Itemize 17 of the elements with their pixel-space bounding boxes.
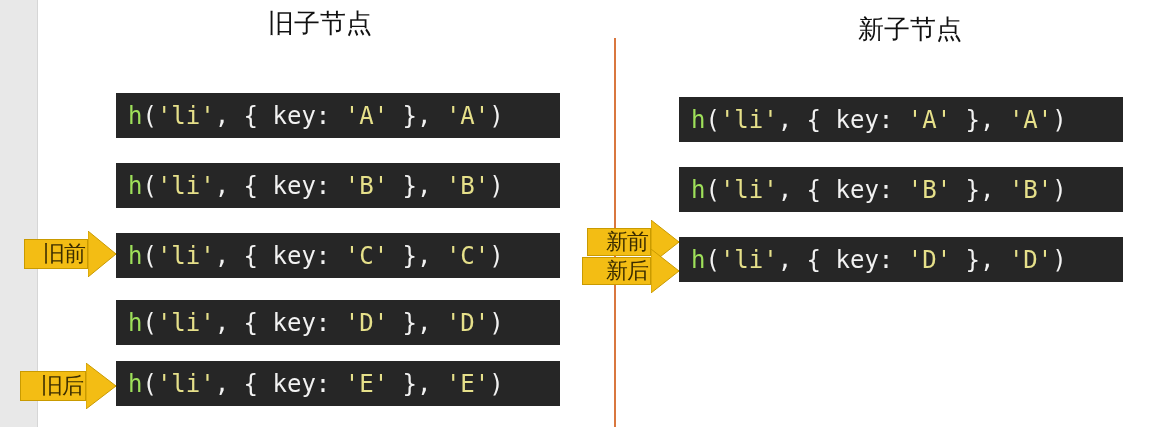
column-heading: 旧子节点	[268, 7, 372, 40]
code-block: h('li', { key: 'B' }, 'B')	[116, 163, 560, 208]
code-block: h('li', { key: 'D' }, 'D')	[679, 237, 1123, 282]
pointer-arrow	[85, 362, 117, 410]
code-block: h('li', { key: 'B' }, 'B')	[679, 167, 1123, 212]
pointer-label: 新后	[582, 257, 651, 285]
code-block: h('li', { key: 'E' }, 'E')	[116, 361, 560, 406]
pointer-label: 新前	[587, 228, 651, 256]
pointer-label: 旧前	[24, 239, 88, 269]
code-block: h('li', { key: 'C' }, 'C')	[116, 233, 560, 278]
code-block: h('li', { key: 'A' }, 'A')	[116, 93, 560, 138]
column-heading: 新子节点	[858, 13, 962, 46]
code-block: h('li', { key: 'D' }, 'D')	[116, 300, 560, 345]
pointer-arrow	[87, 230, 117, 278]
code-block: h('li', { key: 'A' }, 'A')	[679, 97, 1123, 142]
pointer-label: 旧后	[20, 371, 86, 401]
pointer-arrow	[650, 248, 680, 294]
